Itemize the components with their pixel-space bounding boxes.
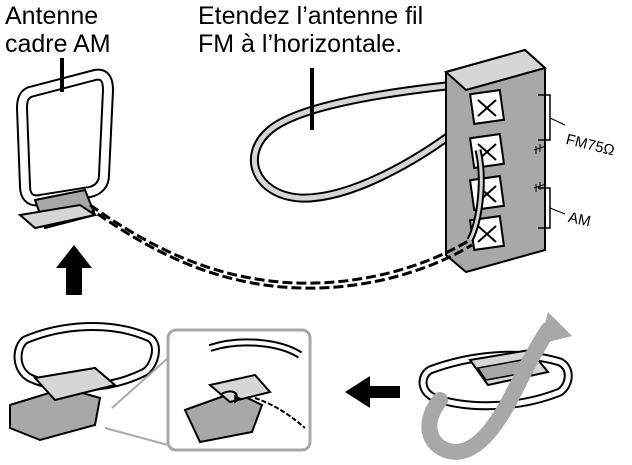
detail-inset bbox=[166, 328, 312, 452]
terminal-block bbox=[443, 48, 566, 274]
am-twisted-wire bbox=[89, 149, 485, 290]
terminal-slot-3 bbox=[468, 174, 506, 212]
arrow-up-icon bbox=[56, 245, 92, 295]
terminal-slot-1 bbox=[468, 88, 506, 126]
fm-instruction-line1: Etendez l’antenne fil bbox=[198, 2, 424, 30]
fm-instruction-line2: FM à l’horizontale. bbox=[198, 30, 403, 58]
am-antenna-label-line2: cadre AM bbox=[5, 30, 111, 58]
am-antenna-folded bbox=[9, 322, 160, 442]
fm-wire-antenna bbox=[249, 80, 479, 251]
am-antenna-label-line1: Antenne bbox=[5, 2, 99, 30]
rotate-arrow-icon bbox=[421, 312, 572, 461]
arrow-left-icon bbox=[345, 376, 400, 408]
am-loop-antenna bbox=[15, 68, 115, 230]
